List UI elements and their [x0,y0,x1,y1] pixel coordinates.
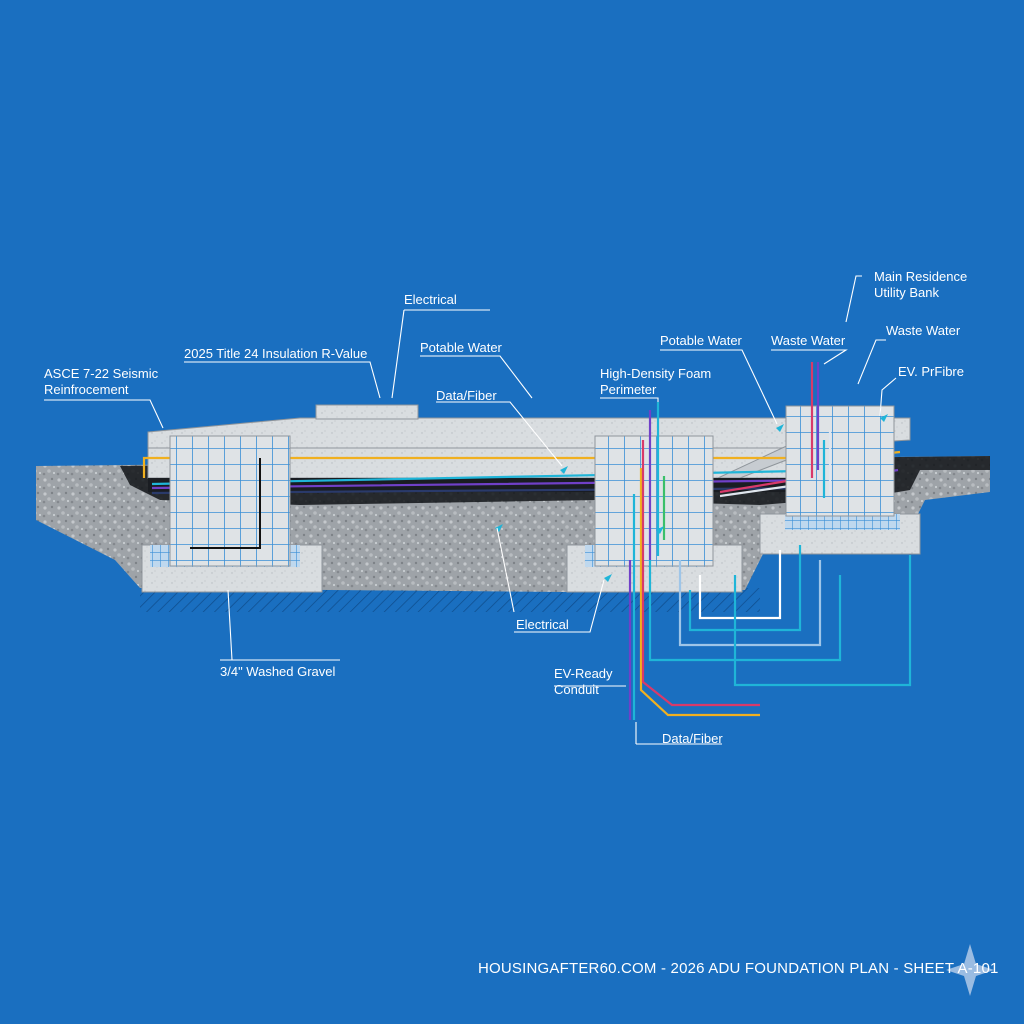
label-seismic-line1: ASCE 7-22 Seismic [44,366,159,381]
label-seismic-line2: Reinfrocement [44,382,129,397]
label-data-bottom: Data/Fiber [662,731,723,746]
label-main-residence-line1: Main Residence [874,269,968,284]
right-pier [785,405,895,517]
label-seismic: ASCE 7-22 Seismic Reinfrocement [44,366,158,398]
label-ev-fibre: EV. PrFibre [898,364,964,379]
label-main-residence-line2: Utility Bank [874,285,940,300]
mid-risers [628,402,912,720]
label-electrical-bottom: Electrical [516,617,569,632]
label-foam-line1: High-Density Foam [600,366,712,381]
label-waste-mid: Waste Water [771,333,846,348]
markers [495,414,888,582]
label-gravel: 3/4" Washed Gravel [220,664,336,679]
label-data-top: Data/Fiber [436,388,497,403]
label-foam-line2: Perimeter [600,382,657,397]
label-potable-right: Potable Water [660,333,742,348]
sheet-footer: HOUSINGAFTER60.COM - 2026 ADU FOUNDATION… [478,960,999,977]
label-ev-ready: EV-Ready Conduit [554,666,613,698]
label-foam: High-Density Foam Perimeter [600,366,711,398]
label-electrical-top: Electrical [404,292,457,307]
left-pier [169,435,291,567]
label-main-residence: Main Residence Utility Bank [874,269,967,301]
sheet-logo-icon [946,944,994,996]
label-title24: 2025 Title 24 Insulation R-Value [184,346,368,361]
left-pier-rebar [190,458,261,549]
right-risers [810,362,832,498]
leader-lines [44,275,897,745]
right-footing-mesh [785,514,900,530]
label-ev-ready-line2: Conduit [554,682,599,697]
label-potable-top: Potable Water [420,340,502,355]
label-ev-ready-line1: EV-Ready [554,666,613,681]
slab-top-block [315,404,419,420]
label-waste-right: Waste Water [886,323,961,338]
mid-pier [594,435,714,567]
